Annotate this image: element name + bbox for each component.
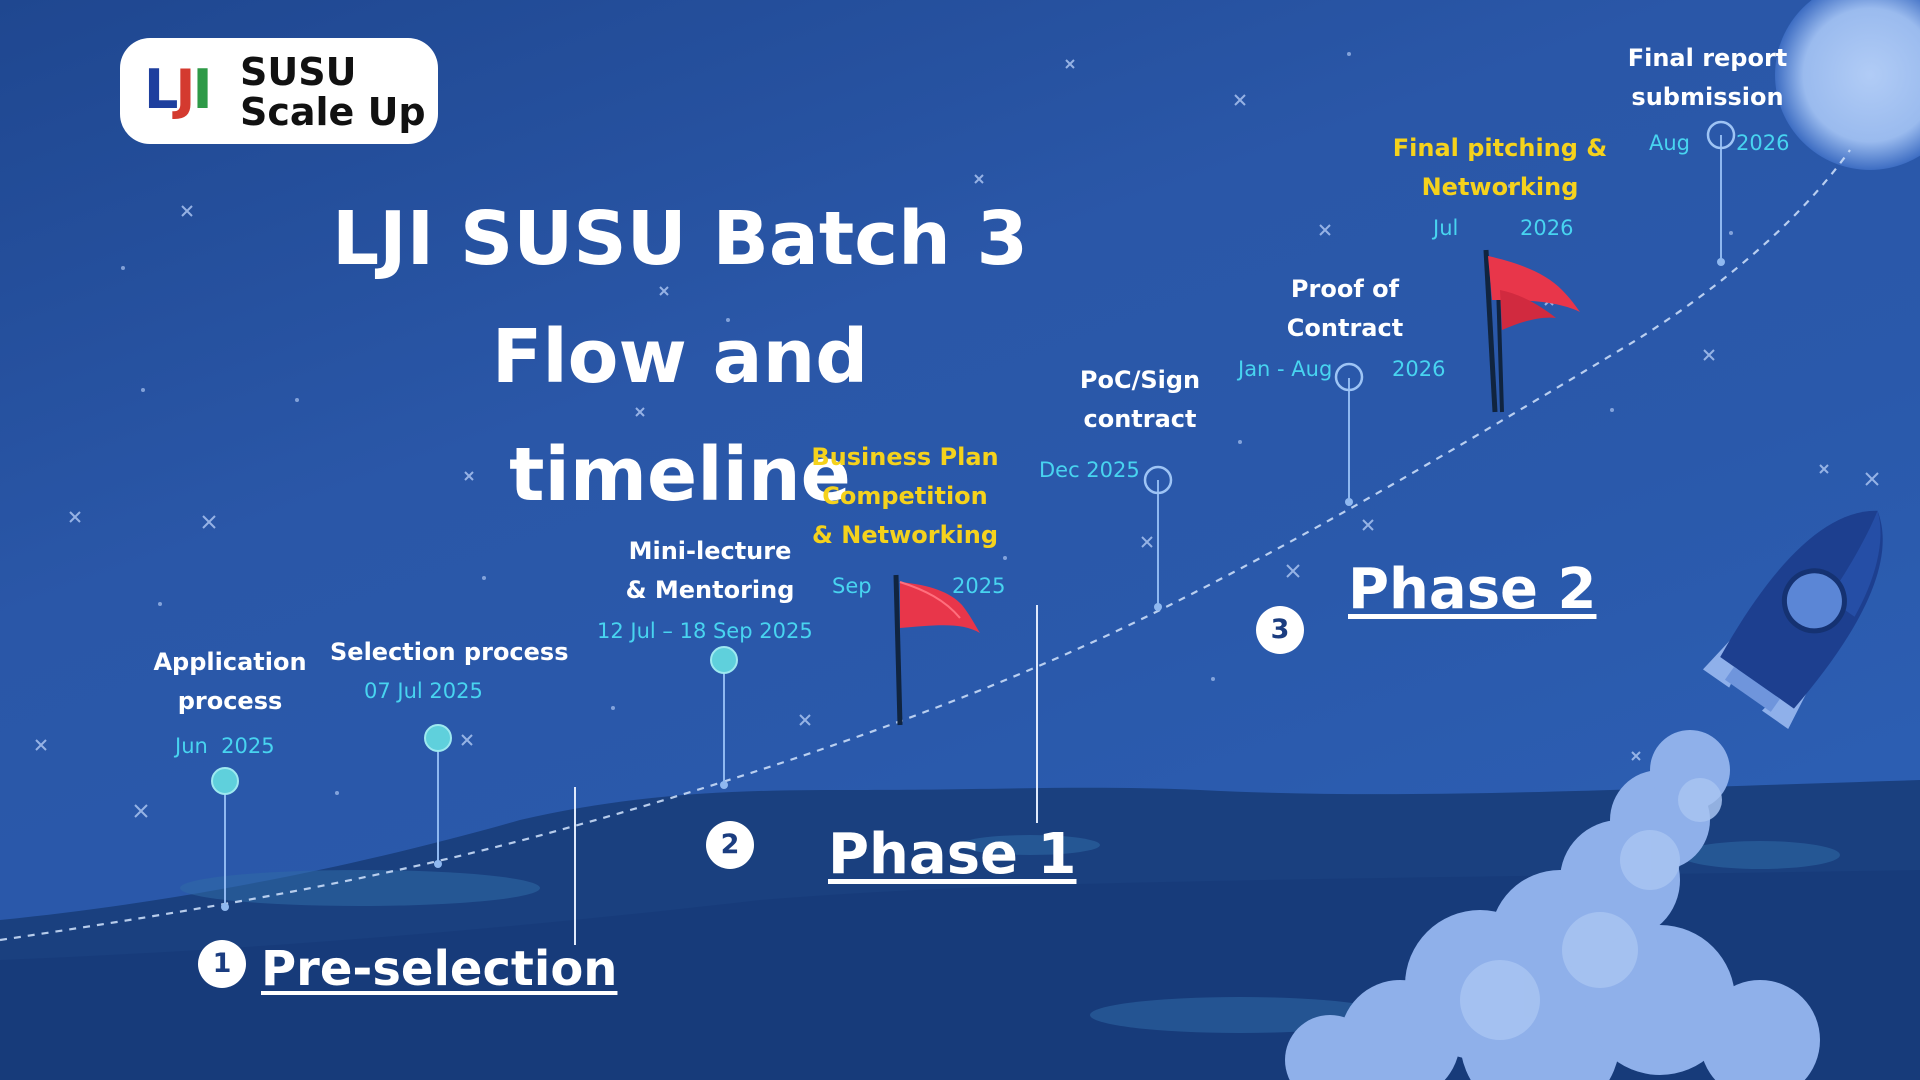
milestone-date-final-pitching: Jul bbox=[1433, 216, 1459, 240]
milestone-date-business-plan: Sep bbox=[832, 574, 872, 598]
milestone-date-final-report: Aug bbox=[1649, 131, 1691, 155]
logo-mark: LJI bbox=[144, 58, 213, 121]
milestone-date-final-pitching-year: 2026 bbox=[1520, 216, 1574, 240]
milestone-label-selection: Selection process bbox=[330, 638, 569, 666]
phase-label-phase-1: Phase 1 bbox=[828, 822, 1077, 887]
milestone-label-mini-lecture: Mini-lecture & Mentoring bbox=[625, 537, 795, 604]
flag-icon bbox=[893, 574, 980, 726]
page-title: LJI SUSU Batch 3 Flow and timeline bbox=[331, 196, 1029, 518]
milestone-date-proof-year: 2026 bbox=[1392, 357, 1446, 381]
logo-badge: LJI SUSU Scale Up bbox=[120, 38, 438, 144]
phase-number-2: 2 bbox=[706, 821, 754, 869]
phase-label-pre-selection: Pre-selection bbox=[261, 941, 618, 997]
milestone-date-business-plan-year: 2025 bbox=[952, 574, 1006, 598]
milestone-label-poc: PoC/Sign contract bbox=[1079, 366, 1201, 433]
phase-label-phase-2: Phase 2 bbox=[1348, 557, 1597, 622]
milestone-date-final-report-year: 2026 bbox=[1736, 131, 1790, 155]
milestone-label-proof: Proof of Contract bbox=[1286, 275, 1404, 342]
milestone-label-final-pitching: Final pitching & Networking bbox=[1392, 134, 1608, 201]
rocket-icon bbox=[1702, 510, 1883, 729]
milestone-label-application: Application process bbox=[153, 648, 307, 715]
phase-number-3: 3 bbox=[1256, 606, 1304, 654]
moon-icon bbox=[1775, 0, 1920, 170]
milestone-date-mini-lecture: 12 Jul – 18 Sep 2025 bbox=[597, 619, 813, 643]
milestone-date-poc: Dec 2025 bbox=[1039, 458, 1140, 482]
milestone-date-proof: Jan - Aug bbox=[1238, 357, 1333, 381]
phase-number-1: 1 bbox=[198, 940, 246, 988]
milestone-date-selection: 07 Jul 2025 bbox=[364, 679, 483, 703]
flag-icon bbox=[1483, 249, 1580, 413]
star-icon bbox=[35, 59, 1879, 818]
milestone-label-final-report: Final report submission bbox=[1627, 44, 1788, 111]
milestone-label-business-plan: Business Plan Competition & Networking bbox=[811, 443, 999, 549]
milestone-date-application: Jun 2025 bbox=[175, 734, 275, 758]
logo-text: SUSU Scale Up bbox=[240, 50, 426, 134]
